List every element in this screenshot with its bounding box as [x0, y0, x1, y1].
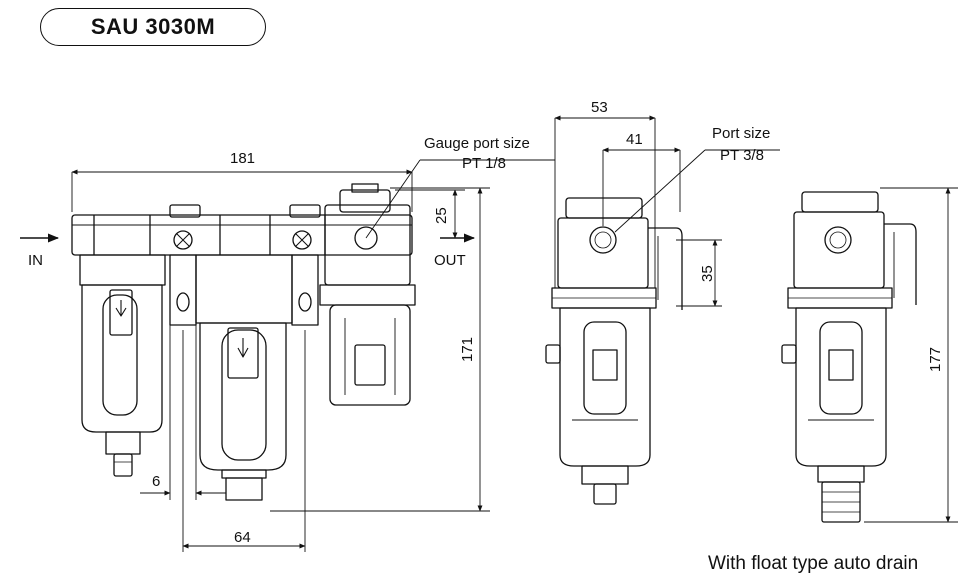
- dim-height-front: 171: [459, 337, 476, 362]
- float-dimensions: [864, 187, 958, 523]
- dim-height-float: 177: [927, 347, 944, 372]
- side-dimensions: [554, 115, 780, 307]
- side-view-float-drain: [781, 191, 917, 523]
- caption: With float type auto drain: [708, 553, 918, 574]
- in-label: IN: [28, 252, 43, 269]
- side-view-standard: [545, 197, 683, 505]
- gauge-port-label: Gauge port size: [424, 135, 530, 152]
- title-badge: SAU 3030M: [40, 8, 266, 46]
- out-label: OUT: [434, 252, 466, 269]
- dim-port-offset: 25: [433, 207, 450, 224]
- port-icon: [589, 226, 617, 254]
- gauge-port-icon: [354, 226, 378, 250]
- filter-bowl: [81, 284, 163, 433]
- mist-separator-bowl: [199, 322, 287, 471]
- manifold-body: [71, 214, 413, 256]
- front-dimensions: [71, 159, 555, 552]
- dim-pitch: 64: [234, 529, 251, 546]
- dim-side-port-height: 35: [699, 265, 716, 282]
- screw-icon: [173, 230, 193, 250]
- dim-spacing: 6: [152, 473, 160, 490]
- regulator-knob: [329, 304, 411, 406]
- dim-side-port: 41: [626, 131, 643, 148]
- front-view-assembly: [71, 183, 416, 501]
- port-icon: [824, 226, 852, 254]
- gauge-port-value: PT 1/8: [462, 155, 506, 172]
- port-size-label: Port size: [712, 125, 770, 142]
- page-title: SAU 3030M: [90, 14, 216, 39]
- port-size-value: PT 3/8: [720, 147, 764, 164]
- dim-side-width: 53: [591, 99, 608, 116]
- regulator-body: [324, 204, 411, 286]
- dim-overall-width: 181: [230, 150, 255, 167]
- screw-icon: [292, 230, 312, 250]
